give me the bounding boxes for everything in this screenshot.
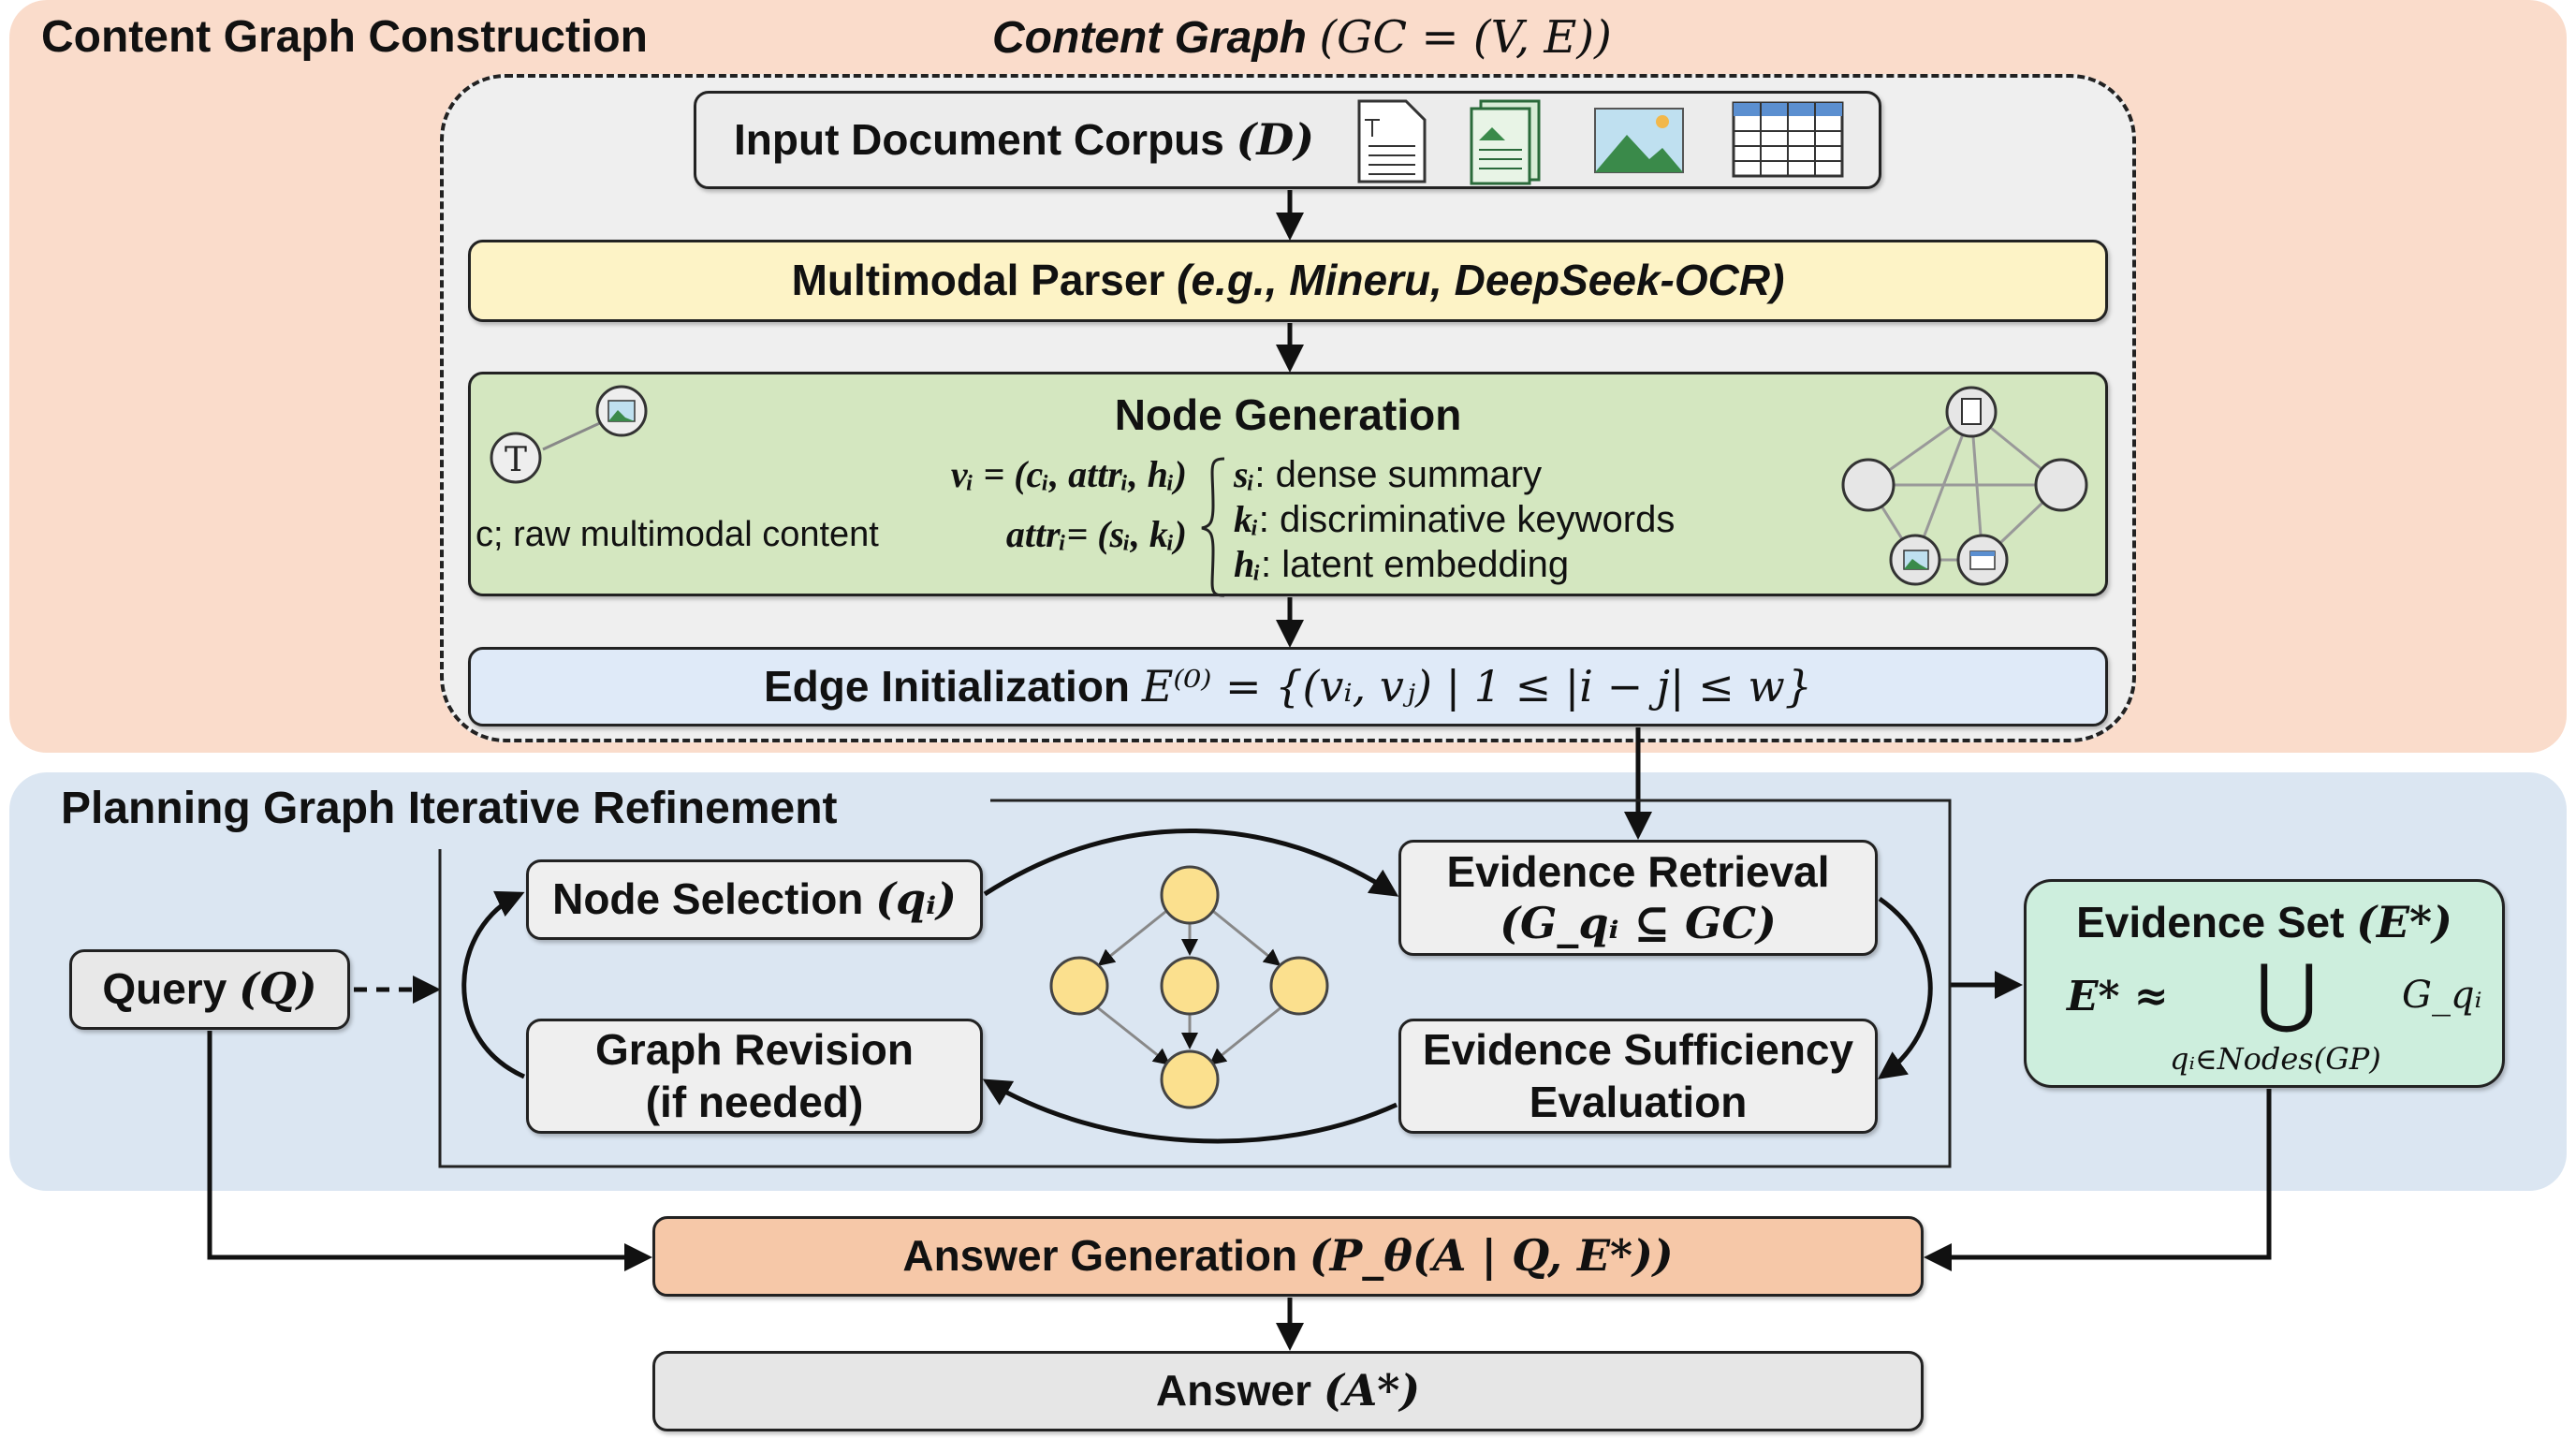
- section-title-content-graph: Content Graph Construction: [41, 12, 648, 62]
- s-symbol: sᵢ: [1234, 453, 1255, 495]
- parser-label: Multimodal Parser: [791, 256, 1165, 305]
- vi-formula: vᵢ = (cᵢ, attrᵢ, hᵢ): [950, 453, 1187, 495]
- edge-init-label: Edge Initialization: [764, 661, 1131, 711]
- arrow-query-to-answer-gen: [207, 1031, 652, 1271]
- answer-box: Answer (A*): [652, 1351, 1924, 1431]
- query-label: Query: [102, 964, 227, 1014]
- node-generation-box: Node Generation: [468, 372, 2108, 596]
- edge-init-formula: E⁽⁰⁾ = {(vᵢ, vⱼ) | 1 ≤ |i − j| ≤ w}: [1141, 660, 1812, 712]
- evidence-retrieval-label: Evidence Retrieval: [1446, 846, 1830, 896]
- answer-generation-label: Answer Generation: [902, 1231, 1298, 1281]
- graph-node: [1160, 956, 1220, 1016]
- graph-title-text: Content Graph: [992, 13, 1307, 63]
- answer-generation-formula: (P_θ(A | Q, E*)): [1309, 1230, 1674, 1282]
- union-symbol: ⋃: [2256, 948, 2318, 1035]
- k-definition: kᵢ: discriminative keywords: [1234, 498, 1675, 541]
- k-desc: : discriminative keywords: [1258, 499, 1676, 540]
- edge-initialization-box: Edge Initialization E⁽⁰⁾ = {(vᵢ, vⱼ) | 1…: [468, 647, 2108, 726]
- arrow-sufficiency-to-revision: [982, 1078, 1398, 1144]
- content-graph-title: Content Graph (GC = (V, E)): [992, 11, 1612, 64]
- text-node-icon: T: [490, 419, 605, 484]
- node-generation-title: Node Generation: [1114, 390, 1462, 439]
- h-desc: : latent embedding: [1261, 544, 1570, 585]
- image-icon: [1594, 108, 1684, 173]
- graph-formula: (GC = (V, E)): [1319, 11, 1612, 64]
- section-title-planning: Planning Graph Iterative Refinement: [61, 784, 838, 833]
- h-symbol: hᵢ: [1234, 543, 1262, 585]
- graph-node: [1269, 956, 1329, 1016]
- graph-node: [1160, 865, 1220, 925]
- evidence-set-lhs: E* ≈: [2067, 973, 2169, 1020]
- content-graph-icon: [1841, 386, 2088, 586]
- planning-loop-frame: [438, 799, 1952, 1168]
- text-document-icon: [1357, 99, 1427, 183]
- evidence-sufficiency-label: Evidence Sufficiency: [1422, 1025, 1854, 1075]
- arrow-evidence-set-to-answer-gen: [1924, 1089, 2272, 1271]
- query-symbol: (Q): [239, 963, 317, 1015]
- evidence-set-subscript: qᵢ∈Nodes(GP): [2170, 1041, 2381, 1077]
- query-box: Query (Q): [69, 949, 350, 1030]
- evidence-set-symbol: (E*): [2356, 897, 2452, 947]
- graph-node: [1049, 956, 1109, 1016]
- text-node-letter: T: [505, 441, 527, 479]
- answer-generation-box: Answer Generation (P_θ(A | Q, E*)): [652, 1216, 1924, 1297]
- input-corpus-symbol: (D): [1236, 113, 1315, 165]
- attr-formula: attrᵢ= (sᵢ, kᵢ): [1005, 513, 1187, 555]
- image-document-icon: [1470, 99, 1541, 185]
- parser-examples: (e.g., Mineru, DeepSeek-OCR): [1177, 256, 1785, 305]
- evidence-sufficiency-label-2: Evaluation: [1529, 1077, 1748, 1126]
- graph-node: [1160, 1049, 1220, 1109]
- arrow-selection-to-retrieval: [983, 828, 1399, 897]
- node-selection-box: Node Selection (qᵢ): [526, 859, 983, 940]
- k-symbol: kᵢ: [1234, 498, 1259, 540]
- evidence-set-title: Evidence Set: [2076, 898, 2345, 946]
- node-attr-brace: [1201, 457, 1225, 597]
- answer-label: Answer: [1155, 1366, 1312, 1416]
- graph-revision-note: (if needed): [645, 1077, 864, 1126]
- s-definition: sᵢ: dense summary: [1234, 453, 1542, 496]
- s-desc: : dense summary: [1254, 454, 1543, 495]
- planning-graph-icon: [1095, 906, 1283, 1065]
- arrow-revision-to-selection: [461, 890, 526, 1079]
- h-definition: hᵢ: latent embedding: [1234, 543, 1569, 586]
- node-selection-symbol: (qᵢ): [875, 873, 957, 925]
- node-selection-label: Node Selection: [552, 874, 864, 924]
- evidence-set-rhs: G_qᵢ: [2402, 974, 2482, 1017]
- evidence-retrieval-formula: (G_qᵢ ⊆ GC): [1500, 898, 1777, 948]
- c-description: c; raw multimodal content: [476, 515, 879, 554]
- image-node-icon: [595, 385, 648, 437]
- multimodal-parser-box: Multimodal Parser (e.g., Mineru, DeepSee…: [468, 240, 2108, 322]
- answer-symbol: (A*): [1323, 1365, 1421, 1416]
- arrow-retrieval-to-sufficiency: [1877, 896, 1933, 1079]
- graph-revision-box: Graph Revision(if needed): [526, 1019, 983, 1134]
- input-corpus-label: Input Document Corpus: [734, 114, 1224, 164]
- table-icon: [1732, 101, 1844, 178]
- graph-revision-label: Graph Revision: [595, 1025, 914, 1075]
- evidence-set-box: Evidence Set (E*): [2024, 879, 2505, 1088]
- evidence-retrieval-box: Evidence Retrieval(G_qᵢ ⊆ GC): [1398, 840, 1878, 956]
